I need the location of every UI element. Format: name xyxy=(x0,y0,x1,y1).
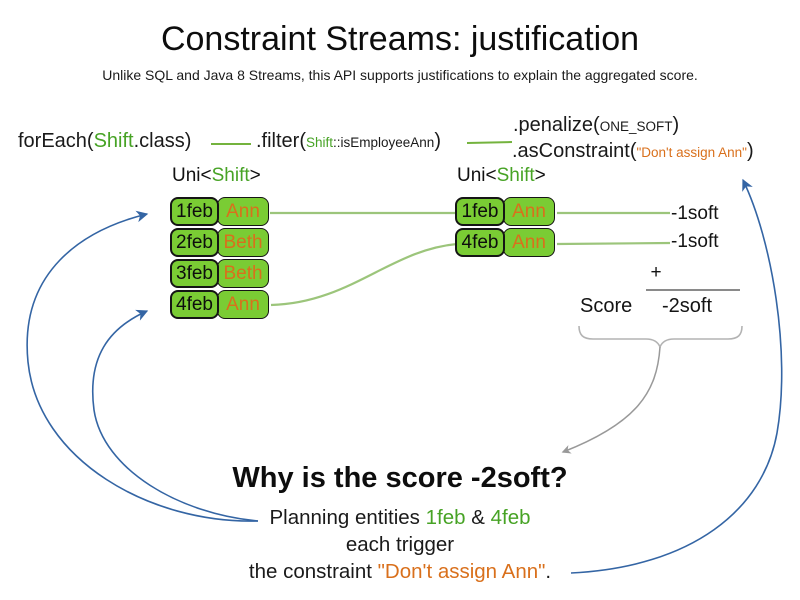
uni-type: Shift xyxy=(211,165,250,186)
q-text: Planning entities xyxy=(269,506,426,529)
uni-stream-right: 1feb Ann 4feb Ann xyxy=(455,197,555,259)
code-text: forEach( xyxy=(18,130,94,152)
code-penalize: .penalize(ONE_SOFT) xyxy=(513,114,679,137)
constraint-name: "Don't assign Ann" xyxy=(377,560,546,583)
code-text: .penalize( xyxy=(513,114,600,136)
q-text: & xyxy=(465,506,491,529)
shift-date-cell: 1feb xyxy=(455,197,505,226)
shift-row: 4feb Ann xyxy=(455,228,555,257)
uni-text: Uni< xyxy=(457,165,497,186)
penalty-label-1: -1soft xyxy=(671,203,719,224)
code-text: ) xyxy=(746,140,754,162)
shift-date-cell: 1feb xyxy=(170,197,219,226)
shift-date-cell: 4feb xyxy=(455,228,505,257)
shift-employee-cell: Ann xyxy=(503,197,555,226)
code-class-name: Shift xyxy=(93,130,134,152)
code-text: .asConstraint( xyxy=(512,140,637,162)
score-label: Score xyxy=(580,295,633,317)
code-foreach: forEach(Shift.class) xyxy=(18,130,191,153)
code-constant: ONE_SOFT xyxy=(599,119,673,134)
uni-type: Shift xyxy=(496,165,535,186)
connector-filter-to-penalize xyxy=(466,141,513,144)
code-method-ref: ::isEmployeeAnn xyxy=(333,135,435,150)
uni-stream-left: 1feb Ann 2feb Beth 3feb Beth 4feb Ann xyxy=(170,197,269,321)
sum-rule-line xyxy=(646,289,740,291)
score-brace xyxy=(578,325,743,350)
justification-line-constraint: the constraint "Don't assign Ann". xyxy=(0,558,800,585)
shift-employee-cell: Beth xyxy=(217,259,269,288)
entity-4feb: 4feb xyxy=(490,506,531,529)
code-text: ) xyxy=(434,130,441,152)
code-class-name: Shift xyxy=(306,135,334,150)
shift-date-cell: 3feb xyxy=(170,259,219,288)
code-filter: .filter(Shift::isEmployeeAnn) xyxy=(256,130,441,153)
shift-row: 4feb Ann xyxy=(170,290,269,319)
uni-text: > xyxy=(534,165,546,186)
code-text: ) xyxy=(672,114,680,136)
q-text: the constraint xyxy=(248,560,378,583)
shift-employee-cell: Beth xyxy=(217,228,269,257)
connector-4feb-left-to-right xyxy=(270,242,458,307)
page-title: Constraint Streams: justification xyxy=(160,20,640,58)
uni-label-right: Uni<Shift> xyxy=(457,165,546,187)
penalty-label-2: -1soft xyxy=(671,231,719,252)
q-text: . xyxy=(545,560,552,583)
question-heading: Why is the score -2soft? xyxy=(232,462,568,494)
justification-block: Why is the score -2soft? Planning entiti… xyxy=(0,462,800,585)
justification-line-entities: Planning entities 1feb & 4feb xyxy=(0,504,800,531)
code-text: .filter( xyxy=(256,130,306,152)
entity-1feb: 1feb xyxy=(425,506,466,529)
plus-sign: + xyxy=(650,262,662,283)
shift-row: 1feb Ann xyxy=(455,197,555,226)
uni-text: > xyxy=(249,165,261,186)
shift-row: 2feb Beth xyxy=(170,228,269,257)
code-text: .class) xyxy=(133,130,192,152)
justification-line-trigger: each trigger xyxy=(345,533,455,556)
shift-row: 1feb Ann xyxy=(170,197,269,226)
shift-row: 3feb Beth xyxy=(170,259,269,288)
shift-date-cell: 4feb xyxy=(170,290,219,319)
uni-label-left: Uni<Shift> xyxy=(172,165,261,187)
code-asconstraint: .asConstraint("Don't assign Ann") xyxy=(512,140,754,163)
score-value: -2soft xyxy=(662,295,713,317)
connector-4feb-to-penalty xyxy=(556,241,671,246)
uni-text: Uni< xyxy=(172,165,212,186)
shift-employee-cell: Ann xyxy=(217,197,269,226)
shift-date-cell: 2feb xyxy=(170,228,219,257)
shift-employee-cell: Ann xyxy=(217,290,269,319)
subtitle: Unlike SQL and Java 8 Streams, this API … xyxy=(102,67,698,83)
gray-arrow-to-question xyxy=(561,346,661,454)
shift-employee-cell: Ann xyxy=(503,228,555,257)
code-string-literal: "Don't assign Ann" xyxy=(636,145,747,160)
